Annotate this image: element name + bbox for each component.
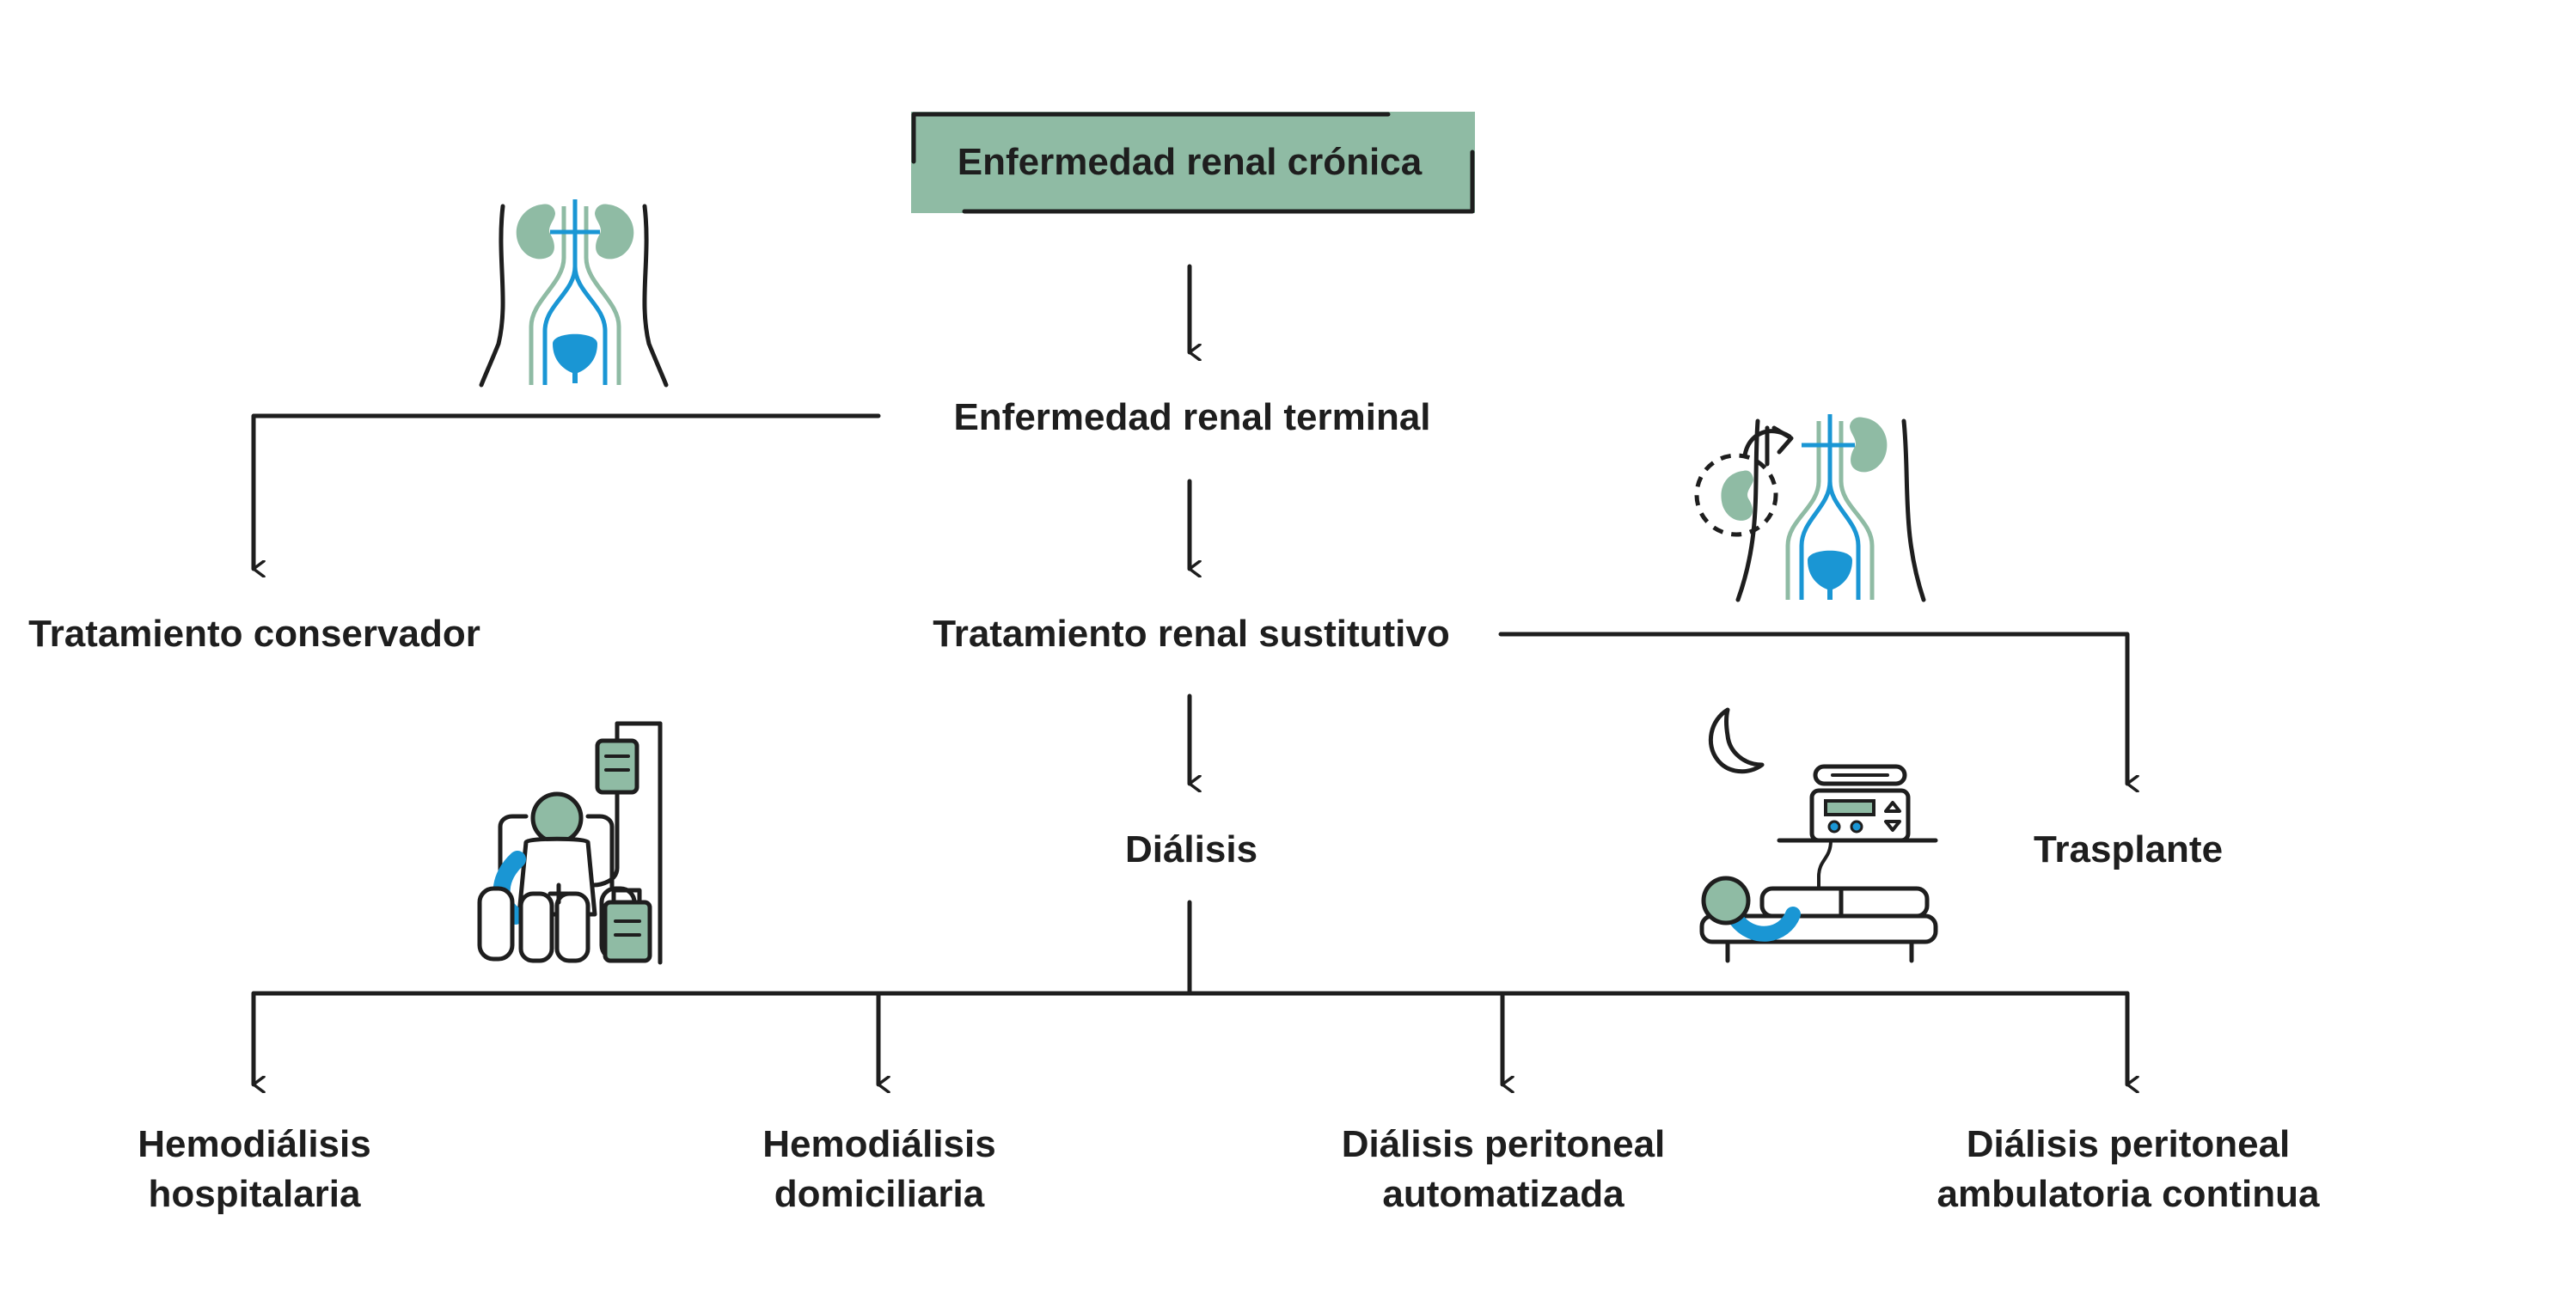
hd-home-label: Hemodiálisis domiciliaria <box>762 1123 995 1215</box>
pd-cont-label: Diálisis peritoneal ambulatoria continua <box>1937 1123 2320 1215</box>
hd-home-line-1: Hemodiálisis <box>762 1123 995 1165</box>
transplant-label: Trasplante <box>2034 828 2223 870</box>
connectors <box>251 264 2127 1084</box>
esrd-label: Enfermedad renal terminal <box>953 396 1430 438</box>
pd-auto-label: Diálisis peritoneal automatizada <box>1342 1123 1666 1215</box>
ckd-node: Enfermedad renal crónica <box>911 112 1475 214</box>
hd-hospital-line-2: hospitalaria <box>149 1173 361 1215</box>
hemodialysis-patient-icon <box>477 721 663 965</box>
arrow-esrd-to-conservative <box>251 413 881 569</box>
hd-hospital-label: Hemodiálisis hospitalaria <box>138 1123 370 1215</box>
rrt-label: Tratamiento renal sustitutivo <box>933 613 1449 655</box>
ckd-box-frame-top <box>911 112 1391 164</box>
arrow-rrt-to-transplant <box>1498 632 2127 784</box>
urinary-system-icon <box>479 199 669 388</box>
conservative-label: Tratamiento conservador <box>28 613 480 655</box>
ckd-label: Enfermedad renal crónica <box>958 141 1423 183</box>
pd-auto-line-2: automatizada <box>1382 1173 1625 1215</box>
ckd-box <box>911 112 1475 213</box>
dialysis-label: Diálisis <box>1125 828 1257 870</box>
hd-hospital-line-1: Hemodiálisis <box>138 1123 370 1165</box>
pd-cont-line-2: ambulatoria continua <box>1937 1173 2320 1215</box>
hd-home-line-2: domiciliaria <box>774 1173 985 1215</box>
kidney-transplant-icon <box>1694 414 1926 602</box>
pd-auto-line-1: Diálisis peritoneal <box>1342 1123 1666 1165</box>
ckd-box-frame-bottom <box>962 150 1475 214</box>
night-peritoneal-dialysis-icon <box>1699 707 1938 963</box>
pd-cont-line-1: Diálisis peritoneal <box>1967 1123 2291 1165</box>
